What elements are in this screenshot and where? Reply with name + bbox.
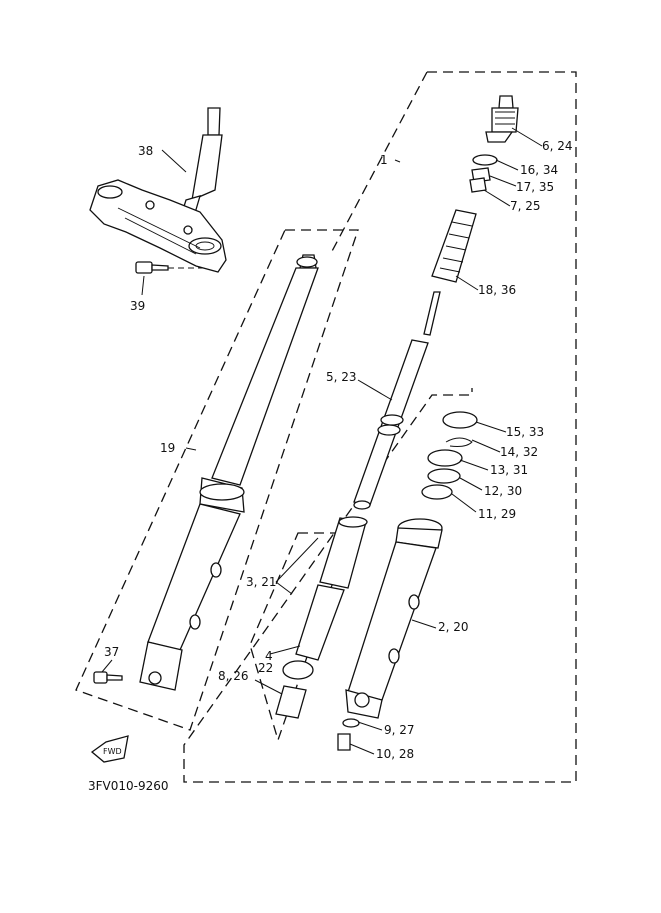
label-39: 39 [130, 299, 145, 313]
label-15-33: 15, 33 [506, 425, 544, 439]
label-18-36: 18, 36 [478, 283, 516, 297]
under-bracket-part [89, 107, 227, 273]
label-3-21: 3, 21 [246, 575, 277, 589]
label-17-35: 17, 35 [516, 180, 554, 194]
washer-12-part [427, 468, 461, 484]
o-ring-16-part [472, 154, 498, 166]
bushing-11-part [421, 484, 453, 500]
label-7-25: 7, 25 [510, 199, 541, 213]
bolt-37-part [93, 671, 123, 684]
bushing-22-part [282, 660, 314, 680]
damper-seat-3-part [295, 516, 368, 661]
label-4: 4 [265, 649, 273, 663]
label-6-24: 6, 24 [542, 139, 573, 153]
dust-seal-15-part [442, 411, 478, 429]
group-boundary-19 [75, 229, 359, 731]
inner-fork-tube-part [139, 254, 319, 691]
label-5-23: 5, 23 [326, 370, 357, 384]
label-13-31: 13, 31 [490, 463, 528, 477]
washer-7-part [469, 177, 487, 193]
label-14-32: 14, 32 [500, 445, 538, 459]
label-16-34: 16, 34 [520, 163, 558, 177]
washer-9-part [342, 718, 360, 728]
label-22: 22 [258, 661, 273, 675]
oil-seal-13-part [427, 449, 463, 467]
label-37: 37 [104, 645, 119, 659]
fork-spring-18-part [431, 209, 477, 283]
label-9-27: 9, 27 [384, 723, 415, 737]
diagram-code: 3FV010-9260 [88, 779, 169, 793]
group-boundary-1-left [329, 71, 428, 256]
damper-rod-5-part [353, 291, 441, 510]
label-8-26: 8, 26 [218, 669, 249, 683]
cap-bolt-part [485, 95, 519, 143]
label-38: 38 [138, 144, 153, 158]
clip-14-part [445, 437, 473, 447]
label-19: 19 [160, 441, 175, 455]
forward-arrow-label: FWD [103, 747, 122, 756]
label-12-30: 12, 30 [484, 484, 522, 498]
bolt-10-part [337, 733, 351, 751]
outer-tube-2-part [345, 518, 443, 719]
label-1: 1 [380, 153, 388, 167]
label-11-29: 11, 29 [478, 507, 516, 521]
slide-bushing-8-part [275, 685, 307, 719]
group-boundary-1 [183, 71, 577, 783]
label-10-28: 10, 28 [376, 747, 414, 761]
bolt-39-part [135, 261, 205, 274]
label-2-20: 2, 20 [438, 620, 469, 634]
forward-arrow-icon: FWD [90, 735, 129, 763]
